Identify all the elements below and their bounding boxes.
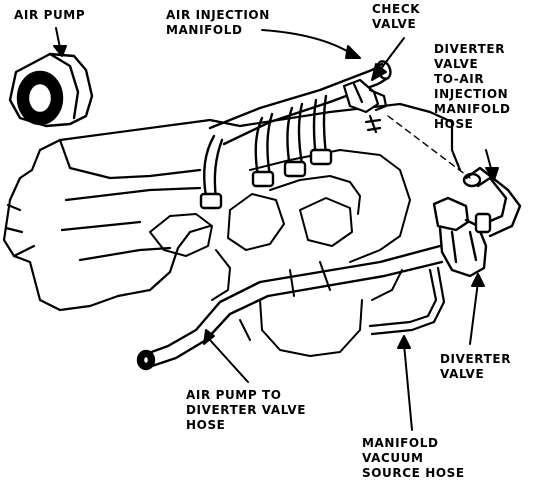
label-air-pump-to-diverter-hose: AIR PUMP TO DIVERTER VALVE HOSE [186, 388, 307, 432]
vacuum-source-hose [368, 266, 446, 336]
intake-manifold [149, 149, 411, 357]
diverter-valve [432, 196, 492, 278]
air-pump-to-diverter-hose [136, 244, 444, 371]
label-diverter-valve: DIVERTER VALVE [440, 352, 512, 381]
air-pump [8, 52, 94, 128]
label-check-valve: CHECK VALVE [372, 2, 421, 31]
diverter-to-manifold-hose [462, 166, 522, 238]
label-air-injection-manifold: AIR INJECTION MANIFOLD [166, 8, 270, 37]
check-valve [342, 78, 388, 134]
label-vacuum-source-hose: MANIFOLD VACUUM SOURCE HOSE [362, 436, 465, 480]
air-injection-manifold [199, 60, 392, 210]
label-diverter-to-manifold-hose: DIVERTER VALVE TO-AIR INJECTION MANIFOLD… [434, 42, 511, 131]
dashed-leader-line [387, 115, 471, 179]
leader-arrows [53, 27, 499, 431]
label-air-pump: AIR PUMP [14, 8, 86, 22]
engine-block [2, 102, 462, 312]
